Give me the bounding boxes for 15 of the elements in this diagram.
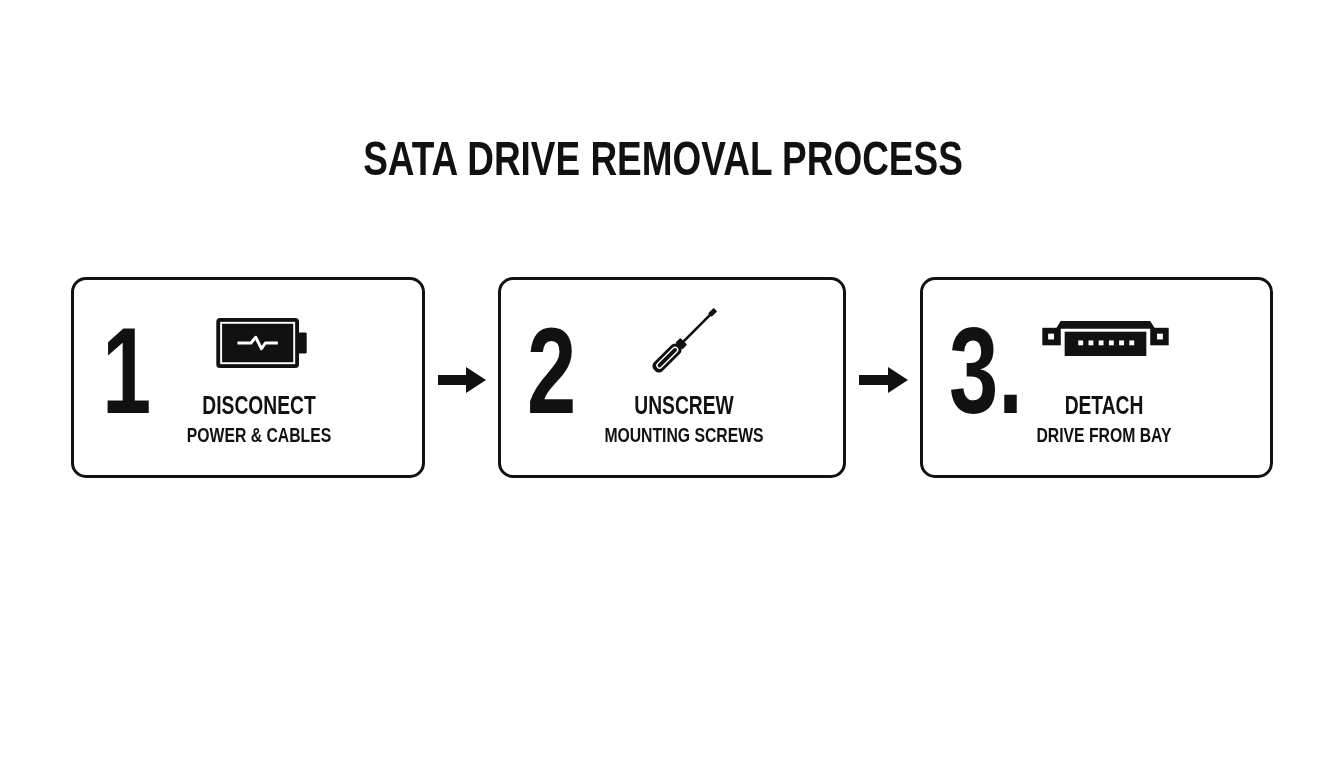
- step-box: [498, 277, 846, 478]
- step-title: DISCONECT: [202, 392, 316, 418]
- diagram-title: SATA DRIVE REMOVAL PROCESS: [363, 135, 963, 183]
- step-number: 2: [527, 309, 577, 432]
- step-description: DRIVE FROM BAY: [1036, 424, 1172, 445]
- step-description: MOUNTING SCREWS: [604, 424, 764, 445]
- arrow: [859, 367, 908, 393]
- step-box: [71, 277, 425, 478]
- step-number: 1: [102, 309, 152, 432]
- step-number: 3.: [949, 309, 1023, 432]
- step-box: [920, 277, 1273, 478]
- step-description: POWER & CABLES: [186, 424, 332, 445]
- step-title: DETACH: [1064, 392, 1144, 418]
- arrow: [438, 367, 486, 393]
- step-title: UNSCREW: [634, 392, 734, 418]
